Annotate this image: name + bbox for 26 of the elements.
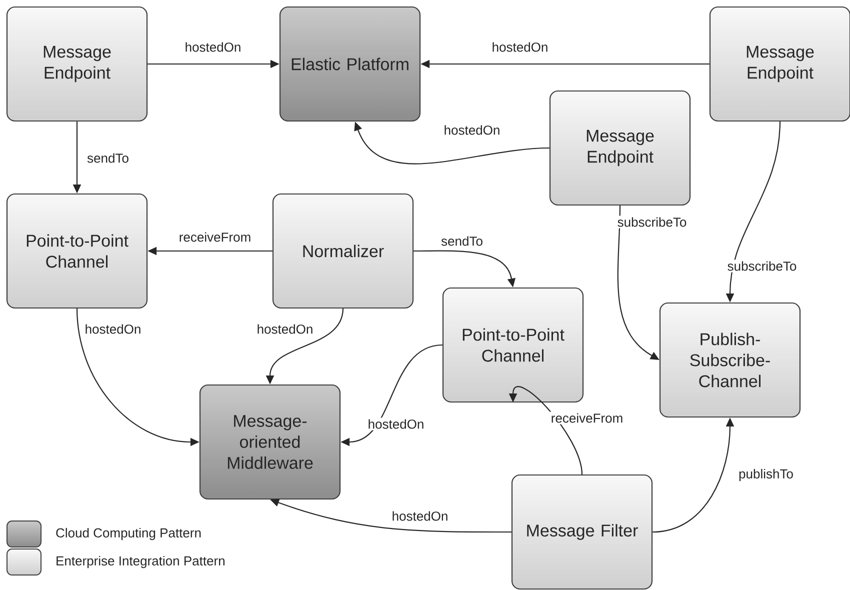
pattern-box: Elastic Platform	[279, 6, 421, 122]
edge-label: hostedOn	[490, 40, 550, 54]
pattern-box: Message Endpoint	[6, 6, 148, 122]
pattern-box: Message Filter	[511, 474, 653, 590]
pattern-box: Point-to-Point Channel	[442, 287, 584, 403]
edge-label: hostedOn	[390, 510, 450, 522]
edge-label: hostedOn	[255, 322, 315, 336]
pattern-box: Message Endpoint	[549, 90, 691, 206]
edge-label: hostedOn	[183, 40, 243, 54]
edge-label: receiveFrom	[549, 412, 625, 424]
edge-label: hostedOn	[83, 322, 143, 336]
pattern-box: Message-oriented Middleware	[199, 384, 341, 500]
edge-label: subscribeTo	[726, 260, 798, 272]
pattern-box: Normalizer	[272, 193, 414, 309]
pattern-box: Message Endpoint	[709, 6, 850, 122]
edge-label: publishTo	[737, 467, 795, 483]
edge-label: hostedOn	[442, 124, 502, 136]
edge-label: sendTo	[86, 152, 130, 164]
legend-label: Cloud Computing Pattern	[56, 528, 201, 540]
edge-label: hostedOn	[366, 418, 426, 430]
edge-label: receiveFrom	[177, 230, 253, 244]
pattern-box: Point-to-Point Channel	[6, 193, 148, 309]
legend-label: Enterprise Integration Pattern	[56, 556, 224, 568]
pattern-box: Publish-Subscribe-Channel	[659, 302, 801, 418]
edge-label: subscribeTo	[616, 216, 688, 228]
edge-label: sendTo	[440, 234, 484, 248]
